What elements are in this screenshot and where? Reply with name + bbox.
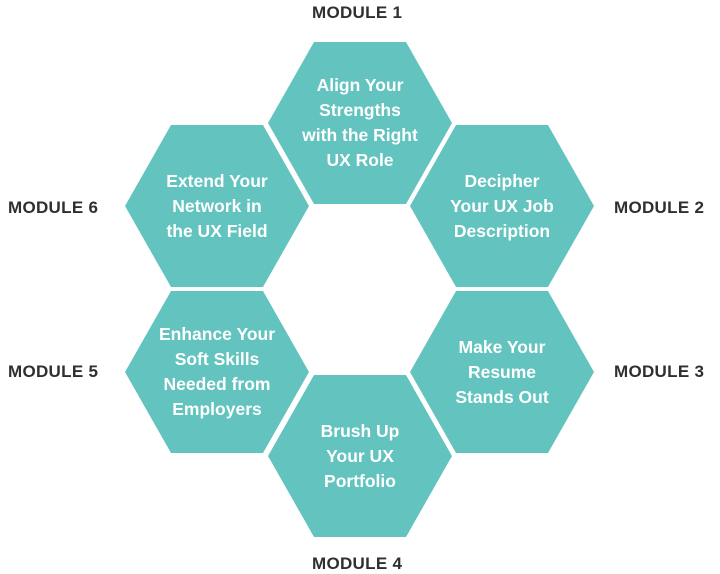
hex-line: Resume [467, 361, 537, 382]
hex-line: Your UX [326, 445, 394, 466]
hexagon-module-6: Extend Your Network in the UX Field [125, 125, 309, 287]
hex-line: Soft Skills [174, 349, 260, 369]
hex-line: Extend Your [166, 170, 268, 191]
hexagon-module-1-text: Align Your Strengths with the Right UX R… [302, 73, 418, 173]
hex-line: UX Role [326, 150, 394, 170]
hexagon-module-3-text: Make Your Resume Stands Out [455, 335, 548, 410]
hex-line: Stands Out [455, 386, 549, 407]
hex-line: the UX Field [166, 220, 268, 241]
hex-line: Portfolio [324, 470, 396, 491]
hexagon-module-2-text: Decipher Your UX Job Description [450, 169, 554, 244]
module-4-label: MODULE 4 [312, 554, 403, 573]
hex-line: Decipher [464, 170, 540, 191]
module-6-label: MODULE 6 [8, 198, 99, 217]
hex-line: with the Right [302, 125, 418, 145]
hexagon-module-1: Align Your Strengths with the Right UX R… [268, 42, 452, 204]
hex-line: Make Your [458, 336, 546, 357]
hexagon-module-6-text: Extend Your Network in the UX Field [166, 169, 267, 244]
hex-line: Needed from [163, 374, 271, 394]
module-3-label: MODULE 3 [614, 362, 705, 381]
module-2-label: MODULE 2 [614, 198, 705, 217]
hex-line: Your UX Job [450, 195, 554, 216]
hex-line: Align Your [316, 75, 404, 95]
hex-line: Strengths [319, 100, 401, 120]
hexagon-module-5-text: Enhance Your Soft Skills Needed from Emp… [159, 322, 275, 422]
hex-line: Brush Up [320, 420, 400, 441]
hexagon-module-3: Make Your Resume Stands Out [410, 291, 594, 453]
module-5-label: MODULE 5 [8, 362, 99, 381]
hexagon-module-2: Decipher Your UX Job Description [410, 125, 594, 287]
hex-line: Description [453, 220, 551, 241]
hex-line: Employers [172, 399, 262, 419]
hex-line: Enhance Your [158, 324, 276, 344]
hexagon-module-4-text: Brush Up Your UX Portfolio [321, 419, 400, 494]
module-1-label: MODULE 1 [312, 3, 403, 22]
hexagon-module-5: Enhance Your Soft Skills Needed from Emp… [125, 291, 309, 453]
hexagon-module-4: Brush Up Your UX Portfolio [268, 375, 452, 537]
hex-line: Network in [172, 195, 262, 216]
